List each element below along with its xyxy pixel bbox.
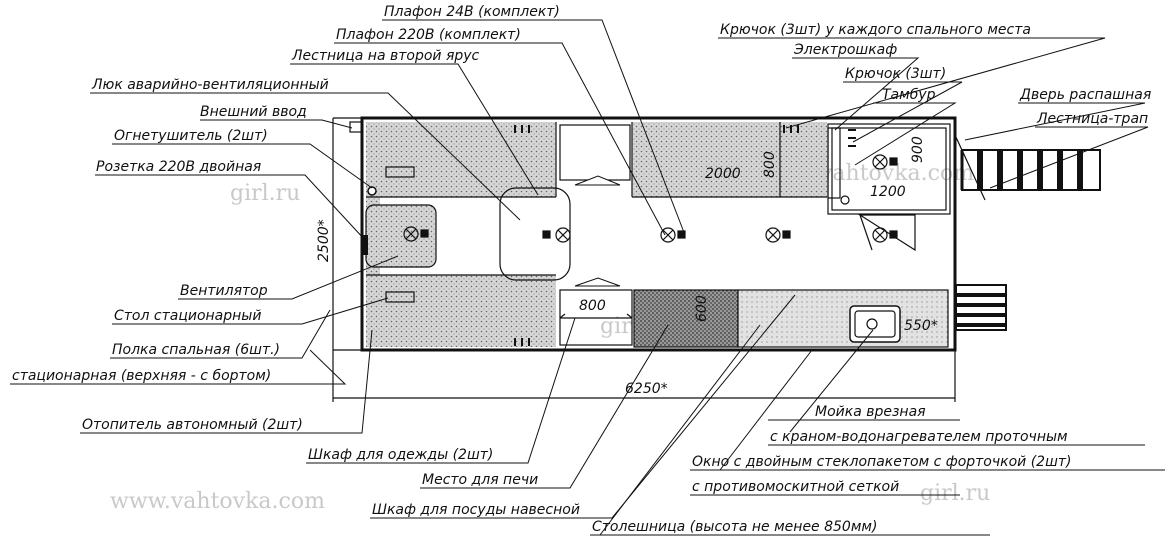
external-input-box <box>349 121 363 133</box>
label-sink-line1: Мойка врезная <box>815 404 926 420</box>
label-plafon-220v: Плафон 220В (комплект) <box>336 27 521 43</box>
label-tambur: Тамбур <box>882 87 936 103</box>
lamp-icon <box>542 227 571 243</box>
label-stove-place: Место для печи <box>422 472 538 488</box>
heater-bottom <box>385 291 415 303</box>
label-hatch: Люк аварийно-вентиляционный <box>91 77 329 93</box>
sleeping-shelf-top-left <box>366 122 556 197</box>
heater-top <box>385 166 415 178</box>
lamp-icon <box>765 227 791 243</box>
label-ladder-second-tier: Лестница на второй ярус <box>291 48 480 64</box>
lamp-icon <box>872 227 898 243</box>
floor-plan-body <box>349 116 1101 352</box>
wardrobe-door-top <box>574 175 621 186</box>
label-external-input: Внешний ввод <box>200 104 307 120</box>
lamp-icon <box>872 154 898 170</box>
label-heater: Отопитель автономный (2шт) <box>82 417 303 433</box>
hook-marks <box>514 125 856 346</box>
dim-cabinet-depth: 600 <box>694 295 710 322</box>
label-ladder-trap: Лестница-трап <box>1036 111 1148 127</box>
label-countertop: Столешница (высота не менее 850мм) <box>592 519 877 535</box>
leader-lines <box>10 19 1165 536</box>
sleeping-shelf-bottom-left <box>366 275 556 347</box>
wardrobe-door-bottom <box>574 277 621 287</box>
socket-icon <box>367 186 377 196</box>
label-sink-line2: с краном-водонагревателем проточным <box>770 429 1068 445</box>
label-hook-3: Крючок (3шт) <box>845 66 946 82</box>
watermark-ghost: girl.ru <box>230 181 300 206</box>
dim-bed-length: 2000 <box>705 166 741 182</box>
label-plafon-24v: Плафон 24В (комплект) <box>384 4 560 20</box>
label-window-line2: с противомоскитной сеткой <box>692 479 899 495</box>
ladder-right-small <box>955 284 1007 331</box>
label-shelf-line2: стационарная (верхняя - с бортом) <box>12 368 271 384</box>
dim-length: 6250* <box>625 381 668 397</box>
wardrobe-top <box>559 124 631 181</box>
dish-cabinet-area <box>633 289 739 348</box>
label-table: Стол стационарный <box>114 308 261 324</box>
dimensions: 6250* 2500* 2000 800 800 600 900 1200 55… <box>316 117 956 402</box>
sink <box>849 305 901 343</box>
lamp-icon <box>403 226 429 242</box>
labels: Плафон 24В (комплект) Плафон 220В (компл… <box>12 4 1151 535</box>
electrical-cabinet <box>827 127 841 199</box>
dim-tambur-width: 1200 <box>870 184 906 200</box>
ladder-trap <box>960 149 1101 191</box>
label-dish-cabinet: Шкаф для посуды навесной <box>372 502 580 518</box>
label-fan: Вентилятор <box>180 283 268 299</box>
fan-icon <box>362 235 368 255</box>
sleeping-shelf-top-right <box>632 122 827 197</box>
dim-wardrobe: 800 <box>579 298 606 314</box>
vestibule-door <box>857 214 916 252</box>
label-el-cabinet: Электрошкаф <box>793 42 897 58</box>
label-door: Дверь распашная <box>1019 87 1151 103</box>
watermark-ghost: girl.ru <box>920 481 990 506</box>
label-wardrobe: Шкаф для одежды (2шт) <box>308 447 493 463</box>
emergency-hatch <box>499 187 571 281</box>
label-socket: Розетка 220В двойная <box>96 159 261 175</box>
label-extinguisher: Огнетушитель (2шт) <box>114 128 268 144</box>
dim-tambur-depth: 900 <box>910 136 926 163</box>
label-hooks-each-bed: Крючок (3шт) у каждого спального места <box>720 22 1031 38</box>
dim-bed-width: 800 <box>762 151 778 178</box>
dim-sink: 550* <box>904 318 938 334</box>
countertop-area <box>737 289 949 348</box>
watermark-main: www.vahtovka.com <box>110 489 325 514</box>
label-window-line1: Окно с двойным стеклопакетом с форточкой… <box>692 454 1072 470</box>
dim-width: 2500* <box>316 219 332 262</box>
lamps <box>403 154 898 243</box>
outer-wall <box>360 116 957 352</box>
label-shelf-line1: Полка спальная (6шт.) <box>112 342 280 358</box>
